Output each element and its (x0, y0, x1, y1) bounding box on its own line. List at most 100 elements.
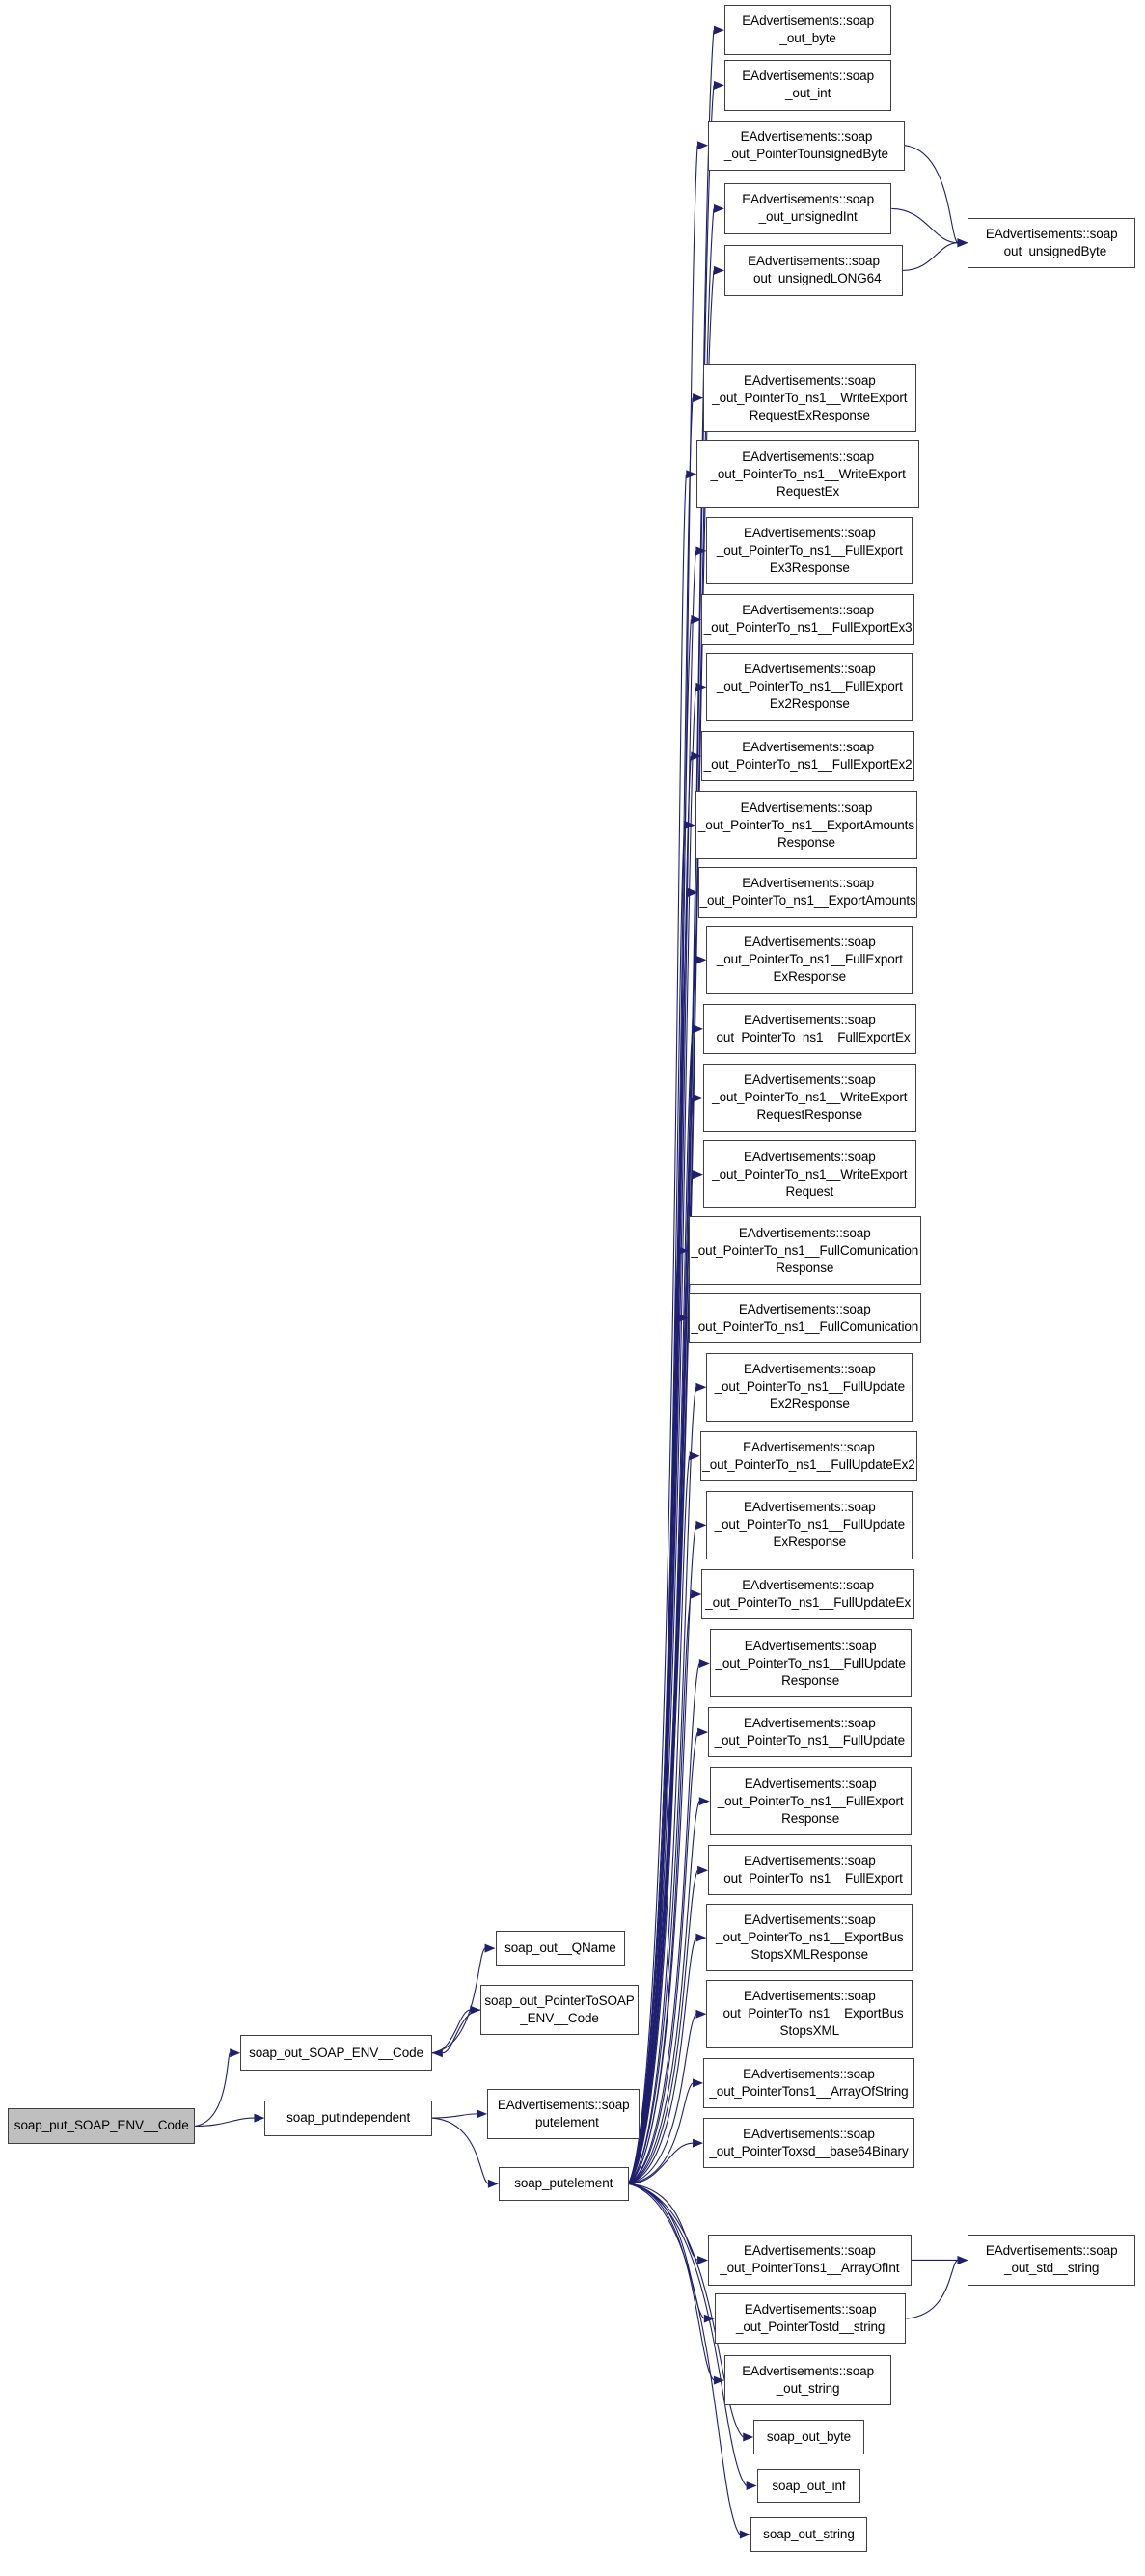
graph-edge-arrowhead (695, 2009, 707, 2019)
graph-node[interactable]: EAdvertisements::soap _out_PointerTostd_… (714, 2292, 907, 2345)
graph-edge (628, 619, 692, 2184)
graph-node[interactable]: soap_putindependent (264, 2100, 432, 2136)
graph-node[interactable]: EAdvertisements::soap _out_PointerTo_ns1… (709, 1629, 912, 1697)
graph-edge-arrowhead (695, 955, 707, 964)
graph-edge-arrowhead (230, 2048, 241, 2058)
graph-edge-arrowhead (693, 1093, 704, 1102)
graph-node[interactable]: EAdvertisements::soap _out_PointerTo_ns1… (701, 1568, 914, 1620)
graph-node[interactable]: soap_out__QName (495, 1931, 626, 1966)
graph-edge (628, 2142, 694, 2184)
graph-node[interactable]: EAdvertisements::soap _out_unsignedByte (968, 217, 1135, 268)
graph-node[interactable]: soap_out_inf (756, 2468, 861, 2504)
graph-edge-arrowhead (691, 1589, 702, 1599)
graph-edge (906, 2259, 958, 2319)
graph-node[interactable]: EAdvertisements::soap _out_PointerTo_ns1… (709, 1767, 912, 1836)
graph-node[interactable]: EAdvertisements::soap _out_PointerTons1_… (708, 2235, 912, 2286)
graph-node[interactable]: EAdvertisements::soap _out_PointerTo_ns1… (703, 1064, 916, 1132)
graph-node[interactable]: EAdvertisements::soap _out_PointerTo_ns1… (703, 1140, 916, 1208)
graph-node-root[interactable]: soap_put_SOAP_ENV__Code (8, 2107, 196, 2145)
graph-edge-arrowhead (713, 203, 724, 213)
graph-edge-arrowhead (739, 2530, 750, 2539)
graph-edge (628, 1387, 696, 2184)
graph-edge (628, 30, 715, 2184)
graph-edge-arrowhead (689, 1451, 700, 1461)
graph-node[interactable]: soap_out_byte (753, 2420, 864, 2454)
graph-node[interactable]: EAdvertisements::soap _out_PointerTons1_… (703, 2057, 914, 2108)
graph-edge-arrowhead (695, 546, 707, 556)
graph-edge-arrowhead (957, 238, 968, 248)
graph-edge-arrowhead (957, 2255, 968, 2264)
graph-node[interactable]: EAdvertisements::soap _out_PointerTo_ns1… (703, 1003, 916, 1054)
graph-node[interactable]: EAdvertisements::soap _out_PointerTo_ns1… (706, 1903, 913, 1972)
graph-edge (194, 2052, 231, 2128)
graph-node[interactable]: EAdvertisements::soap _out_PointerTounsi… (708, 120, 905, 171)
graph-edge (628, 2183, 705, 2319)
graph-edge-arrowhead (693, 2078, 704, 2088)
graph-edge-arrowhead (686, 470, 697, 479)
graph-edge-arrowhead (487, 2179, 499, 2188)
graph-edge-arrowhead (713, 2375, 724, 2385)
graph-node[interactable]: soap_out_PointerToSOAP _ENV__Code (480, 1984, 639, 2036)
graph-node[interactable]: soap_out_string (750, 2517, 868, 2552)
graph-node[interactable]: EAdvertisements::soap _out_PointerTo_ns1… (688, 1216, 921, 1286)
graph-edge (628, 1455, 691, 2184)
graph-node[interactable]: EAdvertisements::soap _out_PointerTo_ns1… (706, 925, 913, 994)
graph-edge-arrowhead (743, 2432, 754, 2442)
graph-edge (195, 2117, 255, 2128)
graph-edge-arrowhead (957, 238, 968, 248)
graph-edge (431, 1947, 485, 2054)
graph-edge (891, 207, 958, 244)
graph-edge-arrowhead (254, 2113, 265, 2123)
graph-edge (628, 85, 715, 2184)
graph-edge (904, 145, 958, 244)
graph-node[interactable]: EAdvertisements::soap _out_PointerTo_ns1… (708, 1707, 912, 1758)
graph-node[interactable]: EAdvertisements::soap _out_PointerTo_ns1… (697, 867, 918, 918)
graph-node[interactable]: EAdvertisements::soap _out_PointerTo_ns1… (708, 1845, 912, 1896)
graph-node[interactable]: EAdvertisements::soap _out_string (723, 2354, 892, 2406)
graph-node[interactable]: EAdvertisements::soap _out_PointerTo_ns1… (706, 516, 913, 585)
graph-node[interactable]: EAdvertisements::soap _out_PointerTo_ns1… (699, 1430, 918, 1481)
graph-edge-arrowhead (695, 1382, 707, 1392)
graph-node[interactable]: EAdvertisements::soap _out_PointerTo_ns1… (695, 791, 918, 859)
graph-edge-arrowhead (684, 821, 695, 830)
graph-node[interactable]: EAdvertisements::soap _putelement (487, 2088, 641, 2139)
graph-node[interactable]: EAdvertisements::soap _out_PointerTo_ns1… (701, 730, 914, 782)
graph-node[interactable]: EAdvertisements::soap _out_int (723, 60, 892, 111)
graph-edge-arrowhead (746, 2481, 757, 2491)
graph-edge-arrowhead (693, 1170, 704, 1180)
graph-edge-arrowhead (695, 682, 707, 691)
graph-node[interactable]: EAdvertisements::soap _out_PointerTo_ns1… (701, 594, 914, 645)
graph-edge-arrowhead (957, 238, 968, 248)
graph-node[interactable]: EAdvertisements::soap _out_PointerTo_ns1… (706, 1491, 913, 1559)
graph-edge-arrowhead (713, 265, 724, 275)
graph-node[interactable]: EAdvertisements::soap _out_byte (723, 5, 892, 56)
graph-edge (628, 397, 694, 2184)
graph-node[interactable]: EAdvertisements::soap _out_unsignedLONG6… (723, 245, 904, 296)
graph-node[interactable]: EAdvertisements::soap _out_PointerTo_ns1… (688, 1292, 921, 1343)
graph-node[interactable]: EAdvertisements::soap _out_PointerTo_ns1… (706, 653, 913, 721)
graph-edge-arrowhead (697, 1865, 709, 1875)
graph-edge (628, 474, 687, 2184)
graph-edge-arrowhead (431, 2048, 443, 2058)
graph-node[interactable]: soap_putelement (498, 2166, 629, 2201)
graph-edge (628, 2183, 715, 2381)
graph-edge-arrowhead (697, 2255, 709, 2264)
graph-node[interactable]: EAdvertisements::soap _out_PointerTo_ns1… (703, 364, 916, 432)
graph-edge-arrowhead (687, 887, 698, 897)
graph-node[interactable]: EAdvertisements::soap _out_PointerTo_ns1… (696, 440, 919, 509)
graph-edge (628, 825, 686, 2184)
graph-edge (903, 242, 958, 271)
graph-edge-arrowhead (703, 2314, 715, 2323)
graph-node[interactable]: EAdvertisements::soap _out_PointerToxsd_… (703, 2118, 914, 2169)
graph-edge (628, 1937, 696, 2184)
graph-node[interactable]: EAdvertisements::soap _out_std__string (968, 2235, 1135, 2286)
graph-node[interactable]: EAdvertisements::soap _out_PointerTo_ns1… (706, 1979, 913, 2048)
graph-edge-arrowhead (957, 2255, 968, 2264)
graph-node[interactable]: EAdvertisements::soap _out_PointerTo_ns1… (706, 1352, 913, 1422)
graph-edge (431, 2117, 489, 2184)
graph-node[interactable]: EAdvertisements::soap _out_unsignedInt (723, 183, 892, 234)
graph-edge-arrowhead (693, 393, 704, 403)
graph-edge-arrowhead (477, 2109, 488, 2119)
graph-node[interactable]: soap_out_SOAP_ENV__Code (240, 2035, 432, 2072)
